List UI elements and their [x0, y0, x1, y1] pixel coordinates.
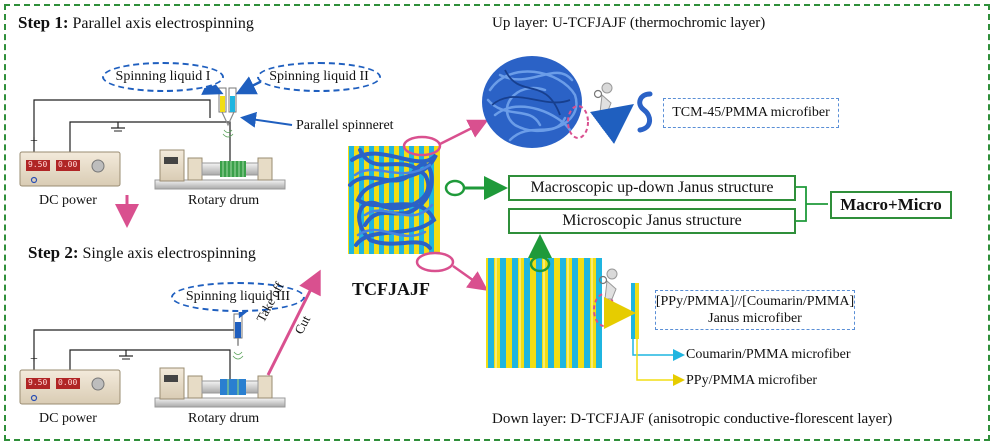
step1-apparatus: [19, 76, 293, 190]
take-off-arrow: [266, 269, 321, 376]
parallel-spinneret-label: Parallel spinneret: [296, 118, 394, 133]
structure-bracket: [796, 186, 828, 222]
step2-apparatus: [19, 296, 286, 408]
spinning-liquid-3: Spinning liquid III: [171, 282, 305, 312]
dc-power-label-2: DC power: [39, 411, 97, 426]
outer-frame: [4, 4, 990, 441]
power-display-left: 9.50: [28, 160, 48, 169]
micro-structure-box: Microscopic Janus structure: [508, 208, 796, 234]
janus-fiber-box: [PPy/PMMA]//[Coumarin/PMMA] Janus microf…: [655, 290, 855, 330]
spinning-liquid-2: Spinning liquid II: [257, 62, 381, 92]
power-display-right-2: 0.00: [58, 378, 78, 387]
tcm-fiber-label: TCM-45/PMMA microfiber: [672, 105, 830, 121]
down-layer-fibers: [486, 234, 685, 386]
product-label: TCFJAJF: [352, 279, 430, 299]
dc-power-label: DC power: [39, 193, 97, 208]
power-display-left-2: 9.50: [28, 378, 48, 387]
rotary-drum-label-2: Rotary drum: [188, 411, 260, 426]
step2-heading: Step 2: Single axis electrospinning: [28, 243, 256, 262]
macro-micro-box: Macro+Micro: [830, 191, 952, 219]
janus-fiber-line1: [PPy/PMMA]//[Coumarin/PMMA]: [655, 293, 855, 309]
tcfjajf-film: [348, 135, 466, 273]
ppy-fiber-label: PPy/PMMA microfiber: [686, 373, 818, 388]
coumarin-fiber-label: Coumarin/PMMA microfiber: [686, 347, 851, 362]
tcm-fiber-box: TCM-45/PMMA microfiber: [663, 98, 839, 128]
macro-structure-box: Macroscopic up-down Janus structure: [508, 175, 796, 201]
down-layer-label: Down layer: D-TCFJAJF (anisotropic condu…: [492, 411, 893, 427]
janus-fiber-line2: Janus microfiber: [708, 311, 802, 326]
power-display-right: 0.00: [58, 160, 78, 169]
rotary-drum-label: Rotary drum: [188, 193, 260, 208]
up-layer-fiber-ball: [482, 56, 653, 148]
plus-terminal: +: [30, 134, 38, 149]
plus-terminal-2: +: [30, 352, 38, 367]
step1-heading: Step 1: Parallel axis electrospinning: [18, 13, 254, 32]
spinning-liquid-1: Spinning liquid I: [102, 62, 224, 92]
up-layer-label: Up layer: U-TCFJAJF (thermochromic layer…: [492, 15, 766, 31]
